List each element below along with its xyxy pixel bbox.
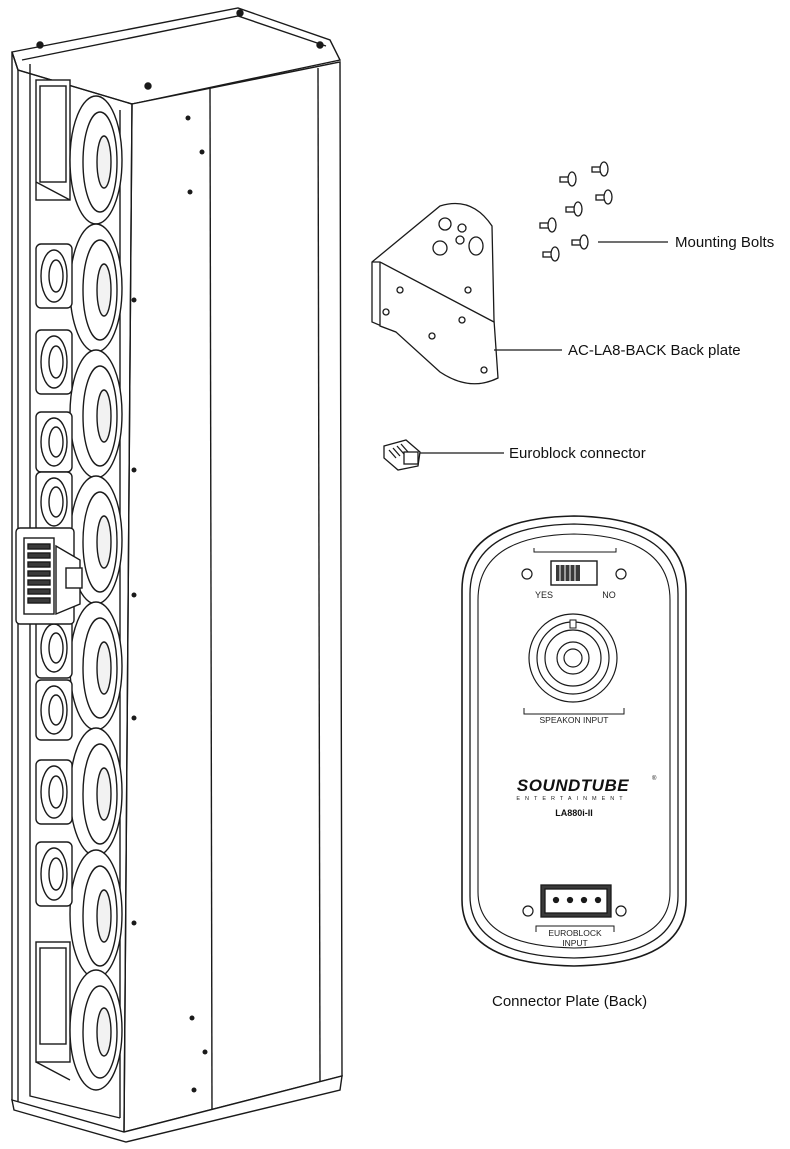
large-driver: [69, 849, 123, 979]
small-driver: [35, 411, 73, 473]
bass-ports: [35, 79, 71, 1081]
speaker-side-panel: [123, 61, 343, 1133]
small-driver: [35, 841, 73, 907]
large-driver: [69, 349, 123, 479]
mounting-bolts-label: Mounting Bolts: [675, 234, 775, 251]
euroblock-input-label-1: EUROBLOCK: [548, 928, 602, 938]
large-drivers: [69, 95, 123, 1091]
small-driver: [35, 679, 73, 741]
euroblock-socket: [540, 884, 612, 918]
ribbon-tweeter: [15, 527, 83, 625]
back-plate-label: AC-LA8-BACK Back plate: [568, 342, 741, 359]
large-driver: [69, 727, 123, 857]
speakon-connector: [528, 613, 618, 703]
yes-no-switch: [550, 560, 598, 586]
mounting-bolts: [539, 161, 613, 262]
mounting-bolt: [591, 161, 609, 177]
small-driver: [35, 617, 73, 679]
mounting-bolt: [571, 234, 589, 250]
side-panel-screws: [131, 115, 208, 1093]
brand-trademark: ®: [652, 775, 657, 782]
plate-screw: [615, 905, 627, 917]
euroblock-input-label-2: INPUT: [562, 938, 588, 948]
switch-yes-label: YES: [535, 590, 553, 600]
model-label: LA880i-II: [555, 808, 593, 818]
large-driver: [69, 601, 123, 731]
mounting-bolt: [559, 171, 577, 187]
mounting-bolt: [539, 217, 557, 233]
port-bottom: [35, 941, 71, 1081]
plate-screw: [521, 568, 533, 580]
mounting-bolt: [565, 201, 583, 217]
speaker-bottom-cap: [11, 1075, 343, 1143]
large-driver: [69, 969, 123, 1091]
back-plate: [371, 202, 499, 385]
mounting-bolt: [542, 246, 560, 262]
euroblock-connector-part: [383, 439, 421, 471]
plate-screw: [522, 905, 534, 917]
brand-logo: SOUNDTUBE: [517, 776, 629, 795]
connector-plate: YES NO SPEAKON INPUT SOUNDTUBE ® ENTERTA…: [461, 515, 687, 967]
switch-no-label: NO: [602, 590, 616, 600]
port-top: [35, 79, 71, 201]
mounting-bolt: [595, 189, 613, 205]
speakon-input-label: SPEAKON INPUT: [540, 715, 609, 725]
small-drivers: [35, 243, 73, 907]
small-driver: [35, 759, 73, 825]
brand-subtitle: ENTERTAINMENT: [516, 796, 627, 802]
small-driver: [35, 243, 73, 309]
large-driver: [69, 95, 123, 225]
small-driver: [35, 329, 73, 395]
small-driver: [35, 471, 73, 533]
euroblock-connector-label: Euroblock connector: [509, 445, 646, 462]
plate-screw: [615, 568, 627, 580]
connector-plate-caption: Connector Plate (Back): [492, 993, 648, 1010]
speaker-column: [11, 7, 343, 1143]
large-driver: [69, 223, 123, 353]
